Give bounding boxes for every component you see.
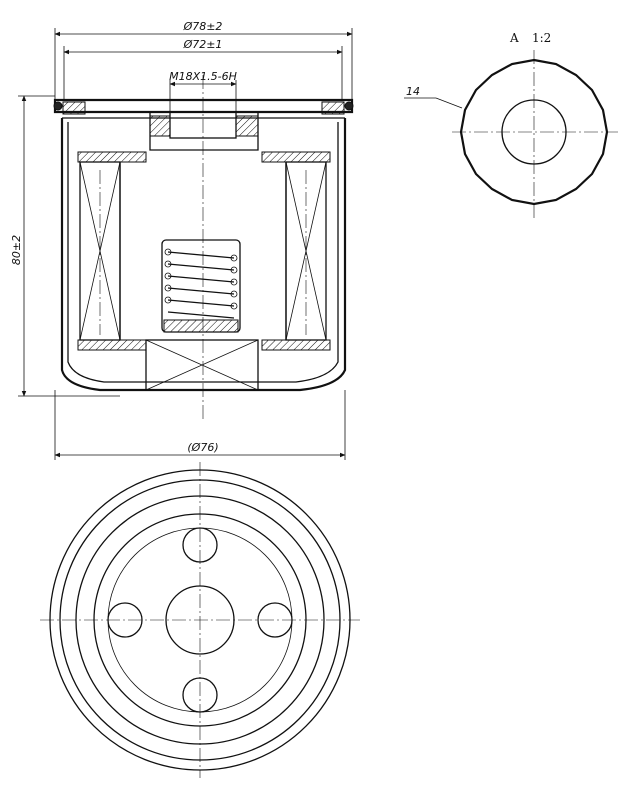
dim-outer-diameter: Ø78±2 — [54, 20, 353, 100]
dim-thread: M18X1.5-6H — [169, 70, 237, 112]
pleat-cross-left — [79, 161, 121, 341]
bypass-spring — [164, 248, 238, 319]
dim-thread-label: M18X1.5-6H — [169, 70, 237, 83]
dim-outer-diameter-label: Ø78±2 — [183, 20, 223, 33]
detail-callout: 14 — [404, 85, 463, 109]
end-cap-top-left — [77, 151, 147, 163]
section-view: Ø78±2 Ø72±1 M18X1.5-6H 80±2 — [10, 20, 354, 460]
anti-drain-block — [145, 339, 259, 391]
detail-view-scale: 1:2 — [532, 31, 551, 45]
detail-callout-label: 14 — [406, 85, 420, 98]
hub-wall-left — [149, 115, 171, 137]
gasket-right — [321, 101, 345, 115]
anti-drain-cross — [145, 339, 259, 391]
top-plate — [53, 98, 354, 114]
seal-ring-right — [344, 101, 354, 111]
pleat-cross-right — [285, 161, 327, 341]
detail-center-bore — [501, 99, 567, 165]
seal-ring-left — [53, 101, 63, 111]
dim-seal-diameter: Ø72±1 — [63, 38, 343, 100]
end-cap-bottom-right — [261, 339, 331, 351]
detail-view-a: A 1:2 14 — [404, 31, 618, 218]
hub-wall-right — [235, 115, 259, 137]
can-inner-wall — [67, 122, 339, 383]
bottom-view — [40, 462, 360, 778]
dim-height-label: 80±2 — [10, 235, 23, 265]
bypass-valve-housing — [161, 239, 241, 333]
dim-body-diameter-label: (Ø76) — [187, 441, 218, 454]
dim-body-diameter: (Ø76) — [54, 390, 346, 460]
end-cap-bottom-left — [77, 339, 147, 351]
dim-height: 80±2 — [10, 95, 120, 397]
valve-seat — [163, 319, 239, 333]
gasket-left — [62, 101, 86, 115]
detail-view-label: A — [509, 31, 519, 45]
dim-seal-diameter-label: Ø72±1 — [183, 38, 223, 51]
end-cap-top-right — [261, 151, 331, 163]
